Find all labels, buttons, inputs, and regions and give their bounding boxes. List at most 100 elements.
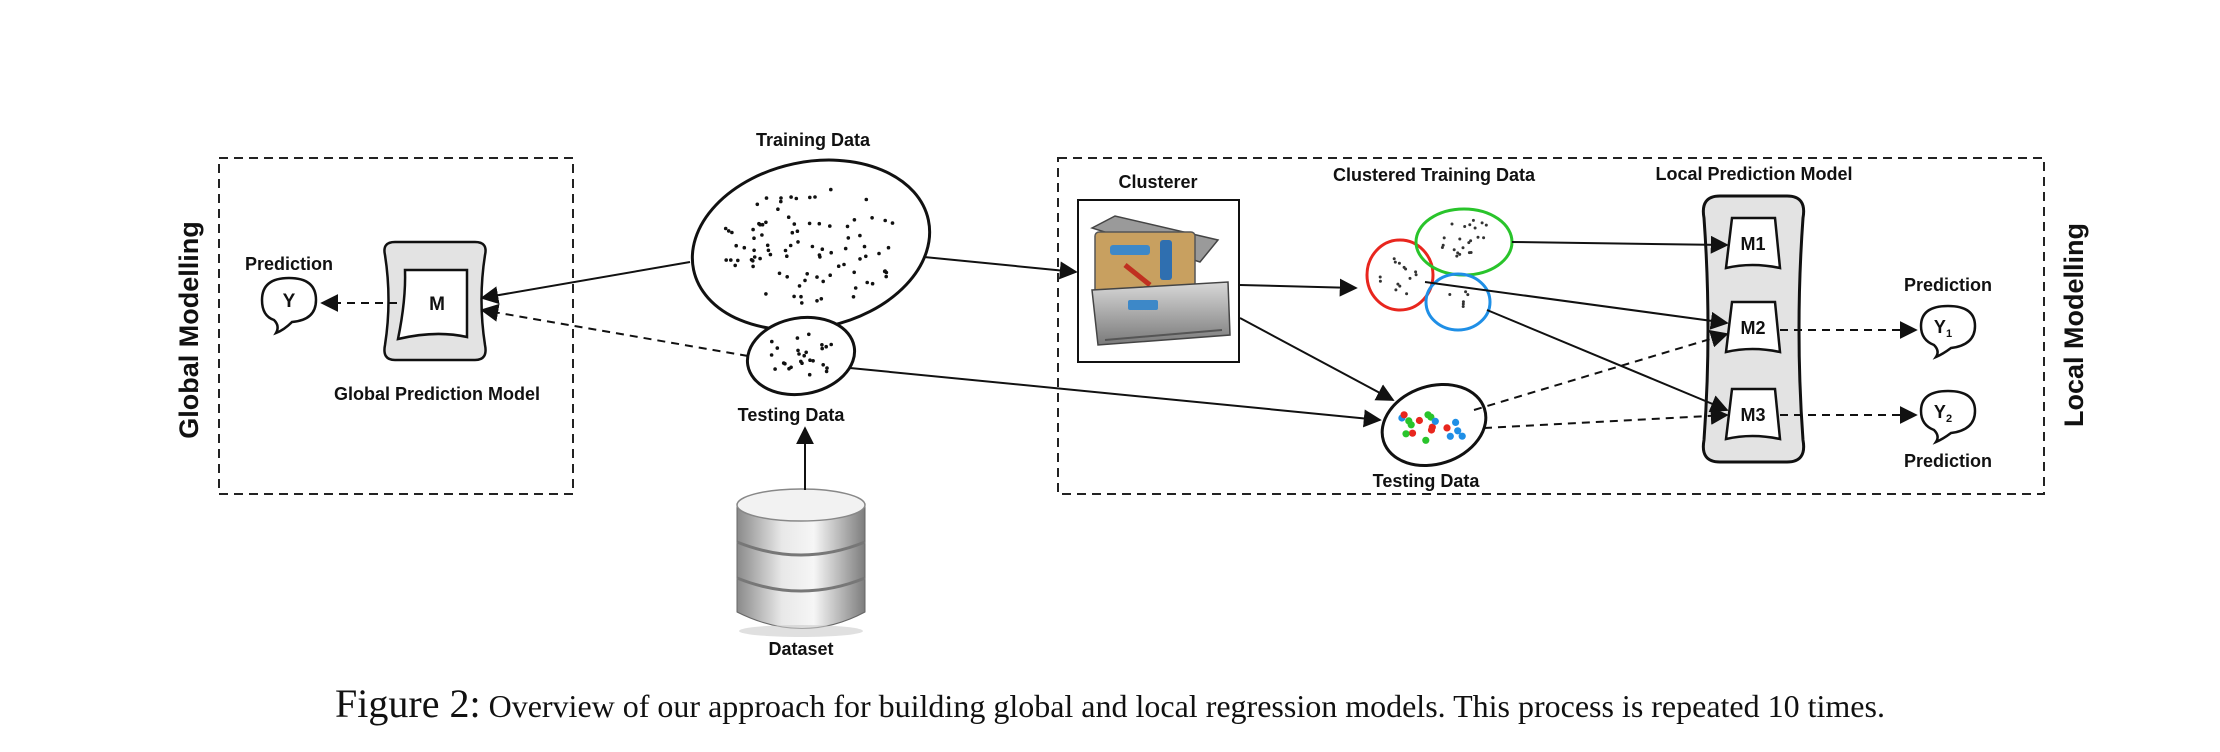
cluster-red xyxy=(1365,238,1435,312)
data-point xyxy=(1408,276,1412,280)
training-data-label: Training Data xyxy=(756,130,871,150)
local-modelling-panel: Local Modelling Clusterer Clustered Trai… xyxy=(1057,157,2089,495)
data-point xyxy=(884,274,888,279)
data-point xyxy=(853,286,858,290)
data-point xyxy=(1378,279,1382,283)
data-point xyxy=(783,361,787,366)
data-point xyxy=(807,221,812,226)
data-point xyxy=(807,332,811,337)
output-y1: Y1 xyxy=(1934,317,1952,340)
testing-data-label: Testing Data xyxy=(738,405,846,425)
data-point xyxy=(1446,432,1454,440)
local-arrows xyxy=(849,235,1918,429)
data-point xyxy=(864,197,869,202)
testing-data-group: Testing Data xyxy=(738,315,857,425)
data-point xyxy=(828,273,832,278)
green-cluster-to-m1-arrow xyxy=(1511,235,1729,254)
data-point xyxy=(757,221,761,226)
data-point xyxy=(808,195,812,200)
data-point xyxy=(1397,261,1401,265)
local-model-m1-label: M1 xyxy=(1740,234,1765,254)
local-models-label: Local Prediction Model xyxy=(1655,164,1852,184)
data-point xyxy=(1443,424,1451,432)
data-point xyxy=(883,269,887,273)
data-point xyxy=(819,297,824,301)
clusterer-label: Clusterer xyxy=(1118,172,1197,192)
data-point xyxy=(764,292,768,296)
testing-to-global-model-arrow xyxy=(480,303,749,357)
global-output-y: Y xyxy=(283,291,296,312)
data-point xyxy=(760,233,764,237)
data-point xyxy=(764,196,769,200)
data-point xyxy=(752,248,756,253)
data-point xyxy=(804,350,808,355)
data-point xyxy=(842,262,846,267)
data-point xyxy=(1482,236,1486,240)
data-point xyxy=(820,346,824,351)
data-point xyxy=(730,230,734,235)
data-point xyxy=(807,372,812,377)
global-prediction-model-label: Global Prediction Model xyxy=(334,384,540,404)
data-point xyxy=(817,221,822,226)
clusterer-to-local-testing-arrow xyxy=(1239,317,1395,401)
local-prediction-bottom-label: Prediction xyxy=(1904,451,1992,471)
data-point xyxy=(1441,243,1445,247)
data-point xyxy=(815,275,819,279)
data-point xyxy=(751,259,755,263)
data-point xyxy=(852,270,856,275)
data-point xyxy=(1480,221,1484,225)
global-prediction-label: Prediction xyxy=(245,254,333,274)
data-point xyxy=(1402,430,1410,438)
data-point xyxy=(729,258,733,262)
data-point xyxy=(821,363,825,367)
data-point xyxy=(770,339,774,344)
data-point xyxy=(870,281,875,286)
data-point xyxy=(1407,421,1415,429)
data-point xyxy=(1452,248,1456,252)
clustered-training-label: Clustered Training Data xyxy=(1333,165,1536,185)
data-point xyxy=(817,253,822,257)
data-point xyxy=(852,218,857,222)
data-point xyxy=(1400,411,1408,419)
dataset-group: Dataset xyxy=(736,426,866,659)
data-point xyxy=(1396,282,1400,286)
training-to-global-model-arrow xyxy=(480,261,691,305)
data-point xyxy=(1431,417,1439,425)
toolbox-icon xyxy=(1090,215,1231,346)
data-point xyxy=(1458,237,1462,241)
data-point xyxy=(1452,418,1460,426)
data-point xyxy=(792,294,796,299)
local-model-m1 xyxy=(1724,216,1782,270)
data-point xyxy=(790,230,795,235)
data-point xyxy=(1461,300,1465,304)
caption-text: Overview of our approach for building gl… xyxy=(488,688,1885,724)
data-point xyxy=(1393,260,1397,264)
data-point xyxy=(755,202,760,207)
figure-number: Figure 2: xyxy=(335,681,481,726)
prediction-bubble-y1 xyxy=(1919,304,1977,360)
data-point xyxy=(752,236,756,240)
data-point xyxy=(865,280,869,285)
data-point xyxy=(1461,302,1465,306)
data-point xyxy=(799,294,803,299)
data-point xyxy=(786,215,791,219)
data-point xyxy=(821,279,825,284)
data-point xyxy=(800,301,804,305)
data-point xyxy=(1476,235,1480,239)
data-point xyxy=(1473,226,1477,230)
data-point xyxy=(758,256,762,261)
data-point xyxy=(803,278,807,283)
database-icon xyxy=(736,488,866,637)
data-point xyxy=(1461,305,1465,308)
data-point xyxy=(1442,236,1446,240)
data-point xyxy=(1424,411,1432,419)
local-testing-points xyxy=(1398,411,1466,444)
data-point xyxy=(751,264,755,269)
data-point xyxy=(792,222,797,226)
data-point xyxy=(862,244,867,249)
data-point xyxy=(1469,239,1473,243)
data-point xyxy=(769,353,774,357)
data-point xyxy=(824,369,829,374)
data-point xyxy=(1378,275,1382,279)
data-point xyxy=(795,229,800,233)
